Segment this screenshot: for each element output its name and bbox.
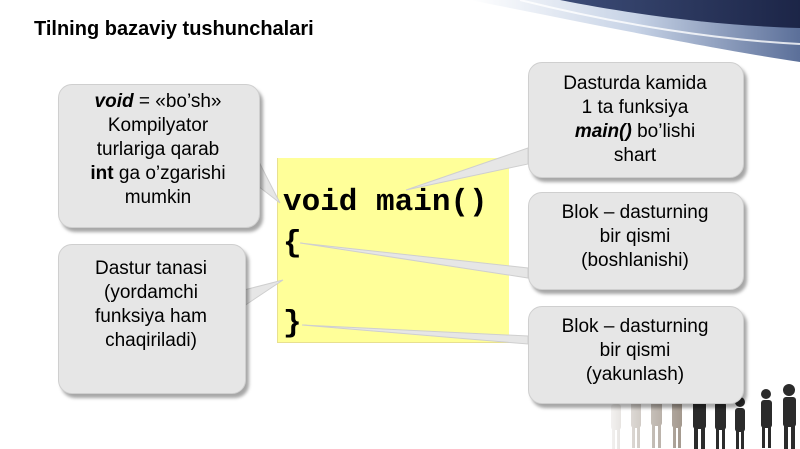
main-callout-line4: shart <box>613 145 657 166</box>
block-end-callout <box>528 306 744 404</box>
block-end-line3: (yakunlash) <box>585 364 685 385</box>
body-callout-line1: Dastur tanasi <box>95 258 207 279</box>
slide-title: Tilning bazaviy tushunchalari <box>34 18 314 40</box>
void-callout-text: void = «bo’sh» Kompilyator turlariga qar… <box>58 90 258 210</box>
block-start-callout <box>528 192 744 290</box>
block-start-line3: (boshlanishi) <box>581 250 689 271</box>
block-start-callout-text: Blok – dasturning bir qismi (boshlanishi… <box>528 201 742 273</box>
void-callout-line5: mumkin <box>124 187 192 208</box>
int-keyword: int <box>90 163 114 184</box>
main-callout-line3: main() bo’lishi <box>528 120 742 144</box>
block-end-line2: bir qismi <box>599 340 671 361</box>
block-start-callout-pointer <box>299 242 529 279</box>
body-callout-line3: funksiya ham <box>95 306 207 327</box>
code-main-line: void main() <box>283 185 488 220</box>
main-callout-text: Dasturda kamida 1 ta funksiya main() bo’… <box>528 72 742 168</box>
main-callout-line2: 1 ta funksiya <box>581 97 689 118</box>
void-keyword: void <box>94 91 134 112</box>
block-end-line1: Blok – dasturning <box>561 316 709 337</box>
code-box <box>277 158 509 343</box>
void-callout-line1: void = «bo’sh» <box>58 90 258 114</box>
code-close-brace: } <box>283 306 302 341</box>
void-line4-rest: ga o’zgarishi <box>113 163 226 184</box>
body-callout-line2: (yordamchi <box>104 282 198 303</box>
main-line3-rest: bo’lishi <box>631 121 696 142</box>
body-callout-pointer <box>243 279 284 307</box>
body-callout <box>58 244 246 394</box>
block-start-line1: Blok – dasturning <box>561 202 709 223</box>
void-callout-pointer <box>257 159 281 204</box>
void-equals-text: = «bo’sh» <box>133 91 222 112</box>
void-callout-line4: int ga o’zgarishi <box>58 162 258 186</box>
void-callout-line3: turlariga qarab <box>96 139 220 160</box>
block-end-callout-pointer <box>301 324 529 345</box>
main-callout-pointer <box>405 147 529 191</box>
body-callout-text: Dastur tanasi (yordamchi funksiya ham ch… <box>58 257 244 353</box>
main-keyword: main() <box>574 121 632 142</box>
code-open-brace: { <box>283 226 302 261</box>
main-callout <box>528 62 744 178</box>
block-start-line2: bir qismi <box>599 226 671 247</box>
block-end-callout-text: Blok – dasturning bir qismi (yakunlash) <box>528 315 742 387</box>
void-callout <box>58 84 260 228</box>
void-callout-line2: Kompilyator <box>107 115 209 136</box>
body-callout-line4: chaqiriladi) <box>105 330 197 351</box>
main-callout-line1: Dasturda kamida <box>563 73 707 94</box>
